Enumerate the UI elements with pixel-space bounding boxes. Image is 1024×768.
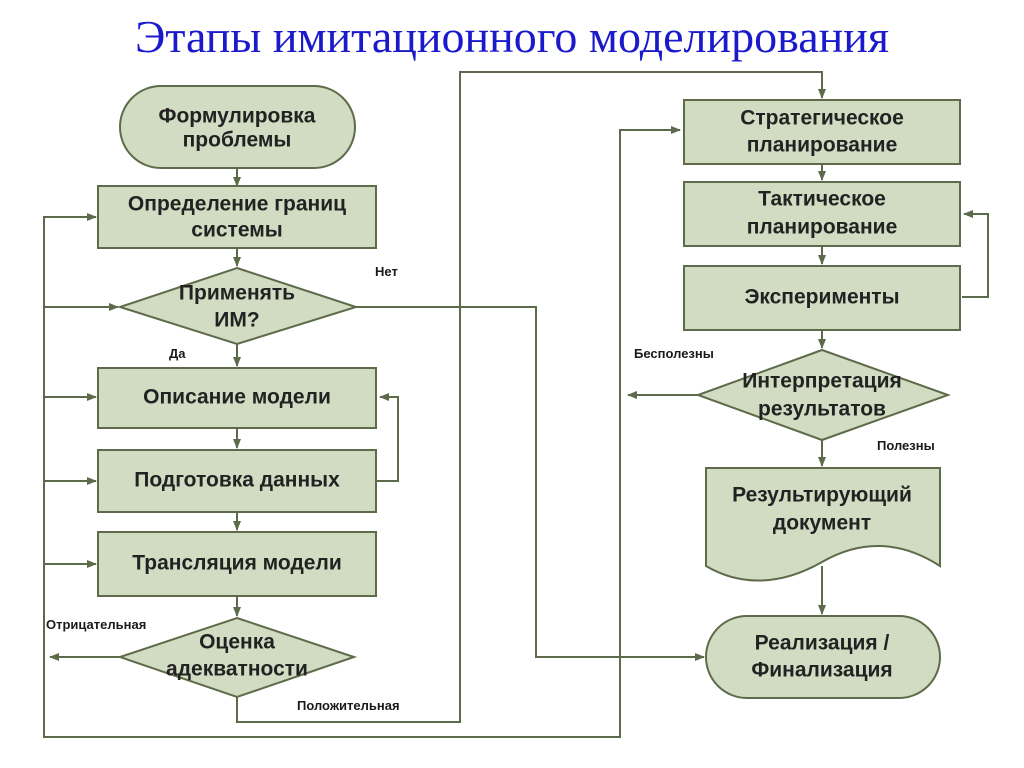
- node-strategic: Стратегическое планирование: [683, 99, 961, 165]
- node-adequacy-line2: адекватности: [166, 658, 308, 681]
- node-result-doc-line2: документ: [773, 512, 871, 535]
- node-model-description-line1: Описание модели: [143, 386, 331, 409]
- node-interpretation-line1: Интерпретация: [742, 370, 902, 393]
- node-strategic-line2: планирование: [747, 134, 898, 157]
- edge-label-useful: Полезны: [877, 438, 935, 453]
- edge-label-useless: Бесполезны: [634, 346, 714, 361]
- edge-experiments-loop: [962, 210, 989, 298]
- node-data-prep-line1: Подготовка данных: [134, 469, 340, 492]
- node-adequacy: Оценка адекватности: [116, 616, 358, 699]
- node-result-doc: Результирующий документ: [705, 467, 941, 582]
- node-model-description: Описание модели: [97, 367, 377, 429]
- node-formulation: Формулировка проблемы: [119, 85, 356, 169]
- edge-label-negative: Отрицательная: [46, 617, 146, 632]
- node-boundaries: Определение границ системы: [97, 185, 377, 249]
- node-boundaries-line2: системы: [191, 219, 282, 242]
- node-experiments-line1: Эксперименты: [744, 286, 899, 309]
- node-interpretation: Интерпретация результатов: [695, 348, 951, 442]
- node-apply-im-line1: Применять: [179, 282, 295, 305]
- edge-positive-strategic: [236, 71, 826, 723]
- connectors: [43, 71, 989, 738]
- node-tactical: Тактическое планирование: [683, 181, 961, 247]
- node-data-prep: Подготовка данных: [97, 449, 377, 513]
- node-experiments: Эксперименты: [683, 265, 961, 331]
- page-title: Этапы имитационного моделирования: [134, 11, 890, 62]
- node-translation-line1: Трансляция модели: [132, 552, 341, 575]
- node-formulation-line2: проблемы: [183, 129, 292, 152]
- node-apply-im-line2: ИМ?: [214, 309, 259, 332]
- node-implementation: Реализация / Финализация: [705, 615, 941, 699]
- node-tactical-line2: планирование: [747, 216, 898, 239]
- edge-data-loop: [376, 393, 399, 482]
- node-implementation-line1: Реализация /: [755, 632, 890, 655]
- node-result-doc-line1: Результирующий: [732, 484, 912, 507]
- node-strategic-line1: Стратегическое: [740, 107, 904, 130]
- edge-useless-strategic: [619, 126, 681, 395]
- node-adequacy-line1: Оценка: [199, 631, 275, 654]
- edge-feedback-bus: [43, 213, 621, 738]
- node-formulation-line1: Формулировка: [159, 105, 316, 128]
- node-apply-im: Применять ИМ?: [116, 266, 360, 346]
- node-implementation-line2: Финализация: [751, 659, 892, 682]
- node-interpretation-line2: результатов: [758, 398, 886, 421]
- edge-label-positive: Положительная: [297, 698, 400, 713]
- node-translation: Трансляция модели: [97, 531, 377, 597]
- edge-label-no: Нет: [375, 264, 398, 279]
- edge-no-implementation: [356, 306, 705, 661]
- edge-label-yes: Да: [169, 346, 186, 361]
- node-tactical-line1: Тактическое: [758, 188, 886, 211]
- node-boundaries-line1: Определение границ: [128, 193, 346, 216]
